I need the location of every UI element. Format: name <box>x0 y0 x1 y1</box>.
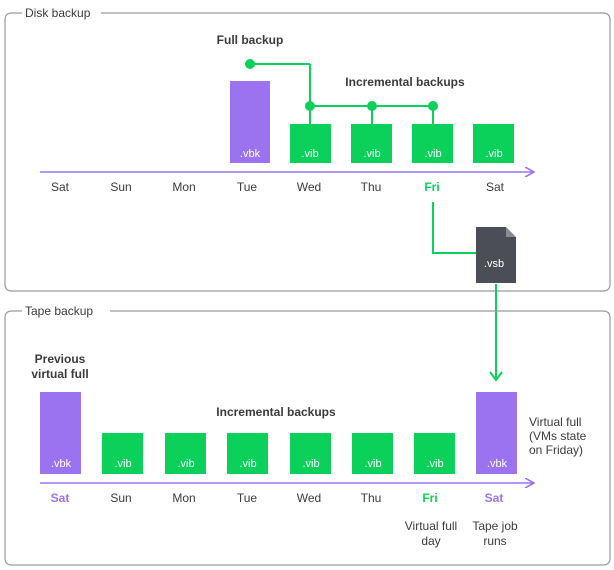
fri-note: Virtual full <box>405 519 457 533</box>
svg-text:.vib: .vib <box>114 458 131 470</box>
svg-text:.vib: .vib <box>363 148 380 160</box>
day-label: Tue <box>237 491 258 505</box>
connector-dot <box>305 101 315 111</box>
day-label: Sun <box>110 180 131 194</box>
connector-dot <box>245 59 255 69</box>
tape-file-vib: .vib <box>414 433 455 474</box>
svg-text:.vib: .vib <box>302 458 319 470</box>
sat-note: Tape job <box>472 519 518 533</box>
disk-day-labels: Sat Sun Mon Tue Wed Thu Fri Sat <box>51 180 505 194</box>
svg-text:.vib: .vib <box>426 458 443 470</box>
disk-backup-section: Disk backup Full backup Incremental back… <box>4 6 611 292</box>
fri-note: day <box>421 534 440 548</box>
arrow-head-icon <box>489 371 503 382</box>
tape-file-vib: .vib <box>290 433 331 474</box>
virtual-full-note: on Friday) <box>529 443 583 457</box>
disk-frame <box>4 12 611 292</box>
day-label: Thu <box>361 180 382 194</box>
day-label: Wed <box>297 491 321 505</box>
svg-text:.vbk: .vbk <box>487 458 508 470</box>
previous-virtual-full-label: virtual full <box>31 367 88 381</box>
tape-file-vib: .vib <box>227 433 268 474</box>
virtual-full-note: (VMs state <box>529 429 587 443</box>
day-label: Mon <box>172 180 195 194</box>
tape-file-vbk: .vbk <box>40 392 81 474</box>
previous-virtual-full-label: Previous <box>35 352 86 366</box>
day-label: Sat <box>486 180 505 194</box>
day-label-highlighted: Sat <box>51 491 70 505</box>
disk-connectors <box>245 59 438 124</box>
day-label: Sat <box>51 180 70 194</box>
fri-to-vsb-connector <box>432 202 476 254</box>
svg-text:.vsb: .vsb <box>484 258 504 270</box>
disk-file-vib: .vib <box>412 124 453 163</box>
disk-file-vib: .vib <box>473 124 514 163</box>
day-label-highlighted: Fri <box>424 180 439 194</box>
sat-note: runs <box>483 534 506 548</box>
tape-section-title: Tape backup <box>25 304 93 318</box>
tape-day-labels: Sat Sun Mon Tue Wed Thu Fri Sat <box>51 491 504 505</box>
disk-file-vib: .vib <box>351 124 392 163</box>
day-label: Sun <box>110 491 131 505</box>
tape-file-vib: .vib <box>102 433 143 474</box>
day-label: Wed <box>297 180 321 194</box>
disk-section-title: Disk backup <box>25 6 91 20</box>
tape-file-vib: .vib <box>165 433 206 474</box>
tape-frame <box>4 310 611 566</box>
disk-file-vbk: .vbk <box>230 81 270 163</box>
tape-backup-section: Tape backup Previous virtual full Increm… <box>4 304 611 566</box>
disk-file-vib: .vib <box>290 124 331 163</box>
virtual-full-note: Virtual full <box>529 415 581 429</box>
disk-incremental-label: Incremental backups <box>345 75 465 89</box>
svg-text:.vib: .vib <box>364 458 381 470</box>
day-label-highlighted: Fri <box>422 491 437 505</box>
vsb-file-icon: .vsb <box>476 227 516 283</box>
tape-file-vib: .vib <box>352 433 393 474</box>
connector-dot <box>367 101 377 111</box>
tape-incremental-label: Incremental backups <box>216 405 336 419</box>
full-backup-label: Full backup <box>217 33 284 47</box>
tape-file-vbk: .vbk <box>476 392 517 474</box>
svg-text:.vib: .vib <box>177 458 194 470</box>
svg-text:.vib: .vib <box>301 148 318 160</box>
svg-text:.vib: .vib <box>424 148 441 160</box>
svg-text:.vib: .vib <box>485 148 502 160</box>
day-label: Mon <box>172 491 195 505</box>
day-label: Thu <box>361 491 382 505</box>
svg-text:.vib: .vib <box>239 458 256 470</box>
svg-text:.vbk: .vbk <box>240 148 261 160</box>
day-label: Tue <box>237 180 258 194</box>
connector-dot <box>428 101 438 111</box>
day-label-highlighted: Sat <box>485 491 504 505</box>
svg-text:.vbk: .vbk <box>51 458 72 470</box>
